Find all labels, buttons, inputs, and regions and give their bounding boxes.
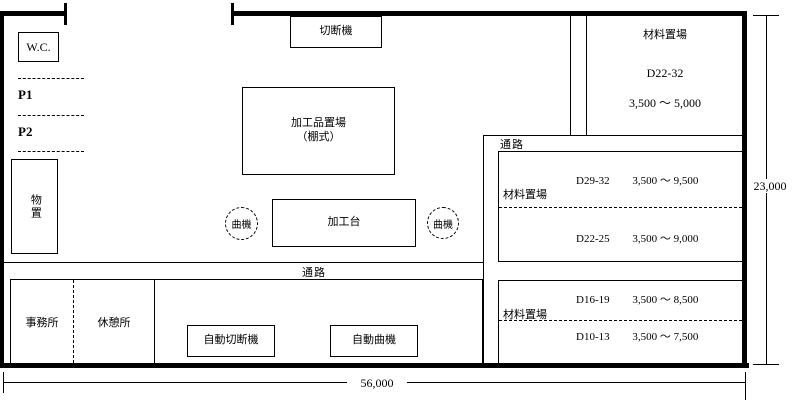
bottom-room-block: 事務所 休憩所 — [10, 279, 483, 364]
material-range: 3,500 ～ 7,500 — [632, 331, 699, 343]
material-code: D22-25 — [576, 233, 610, 245]
cutting-machine-box: 切断機 — [290, 16, 382, 48]
work-table-box: 加工台 — [272, 199, 416, 247]
entrance-opening-tick-right — [231, 3, 234, 25]
pillar-p2-label: P2 — [18, 124, 33, 139]
storage-room-label: 物置 — [29, 193, 42, 220]
dimension-tick-bottom-right — [753, 364, 779, 365]
dimension-tick-bottom-right2 — [745, 372, 746, 400]
bending-machine-circle-right: 曲機 — [427, 207, 459, 239]
material-range: 3,500 ～ 8,500 — [632, 294, 699, 306]
material-code: D29-32 — [576, 175, 610, 187]
wc-room: W.C. — [18, 32, 59, 62]
material-storage-middle: D29-32 3,500 ～ 9,500 材料置場 D22-25 3,500 ～… — [498, 151, 743, 262]
dimension-tick-top-right — [753, 15, 779, 16]
material-storage-bottom: D16-19 3,500 ～ 8,500 材料置場 D10-13 3,500 ～… — [498, 280, 743, 364]
material-code: D16-19 — [576, 294, 610, 306]
wall-right — [742, 11, 747, 368]
material-row: D22-25 3,500 ～ 9,000 — [576, 230, 698, 246]
material-storage-top: 材料置場 D22-32 3,500 ～ 5,000 — [586, 16, 743, 136]
partition-top-right-corridor-left — [570, 16, 571, 135]
entrance-opening-tick-left — [64, 3, 67, 25]
height-dimension-label: 23,000 — [748, 179, 792, 193]
material-code: D10-13 — [576, 331, 610, 343]
bending-machine-label: 曲機 — [231, 220, 252, 231]
material-storage-top-range: 3,500 ～ 5,000 — [628, 96, 701, 110]
material-storage-middle-label: 材料置場 — [503, 189, 547, 201]
processed-goods-storage-label: 加工品置場 — [291, 117, 346, 130]
wall-top-left-segment2 — [0, 11, 67, 16]
aisle-label-right: 通路 — [500, 139, 524, 151]
pillar-divider-3 — [18, 151, 84, 152]
partition-aisle-vertical — [483, 135, 484, 363]
pillar-p1-label: P1 — [18, 87, 33, 102]
pillar-divider-1 — [18, 78, 84, 79]
material-storage-bottom-divider — [499, 320, 742, 321]
wall-bottom — [0, 363, 749, 368]
pillar-divider-2 — [18, 115, 84, 116]
rest-room-label: 休憩所 — [97, 316, 131, 329]
bending-machine-circle-left: 曲機 — [225, 207, 258, 240]
office-room: 事務所 — [11, 280, 74, 363]
cutting-machine-label: 切断機 — [319, 25, 353, 38]
material-storage-bottom-label: 材料置場 — [503, 309, 547, 321]
width-dimension-label: 56,000 — [347, 376, 407, 390]
office-label: 事務所 — [25, 316, 59, 329]
material-storage-top-code: D22-32 — [646, 66, 684, 80]
auto-bending-machine-label: 自動曲機 — [352, 334, 396, 347]
material-row: D16-19 3,500 ～ 8,500 — [576, 291, 698, 307]
rest-room: 休憩所 — [74, 280, 155, 363]
material-row: D10-13 3,500 ～ 7,500 — [576, 328, 698, 344]
bending-machine-label: 曲機 — [433, 219, 453, 231]
auto-cutting-machine-label: 自動切断機 — [203, 334, 259, 347]
wall-top-main-segment — [233, 11, 747, 16]
work-table-label: 加工台 — [327, 216, 361, 229]
material-row: D29-32 3,500 ～ 9,500 — [576, 172, 698, 188]
processed-goods-storage-sublabel: （棚式） — [296, 131, 341, 143]
storage-room: 物置 — [11, 159, 58, 254]
wall-left — [0, 11, 4, 368]
auto-bending-machine-box: 自動曲機 — [330, 325, 418, 357]
material-storage-middle-divider — [499, 207, 742, 208]
partition-aisle-bottom — [4, 262, 483, 263]
processed-goods-storage-box: 加工品置場 （棚式） — [242, 87, 395, 175]
aisle-label-bottom: 通路 — [302, 267, 326, 279]
material-storage-top-label: 材料置場 — [643, 29, 687, 41]
material-range: 3,500 ～ 9,500 — [632, 175, 699, 187]
wc-label: W.C. — [26, 39, 51, 54]
material-range: 3,500 ～ 9,000 — [632, 233, 699, 245]
auto-cutting-machine-box: 自動切断機 — [187, 325, 275, 357]
